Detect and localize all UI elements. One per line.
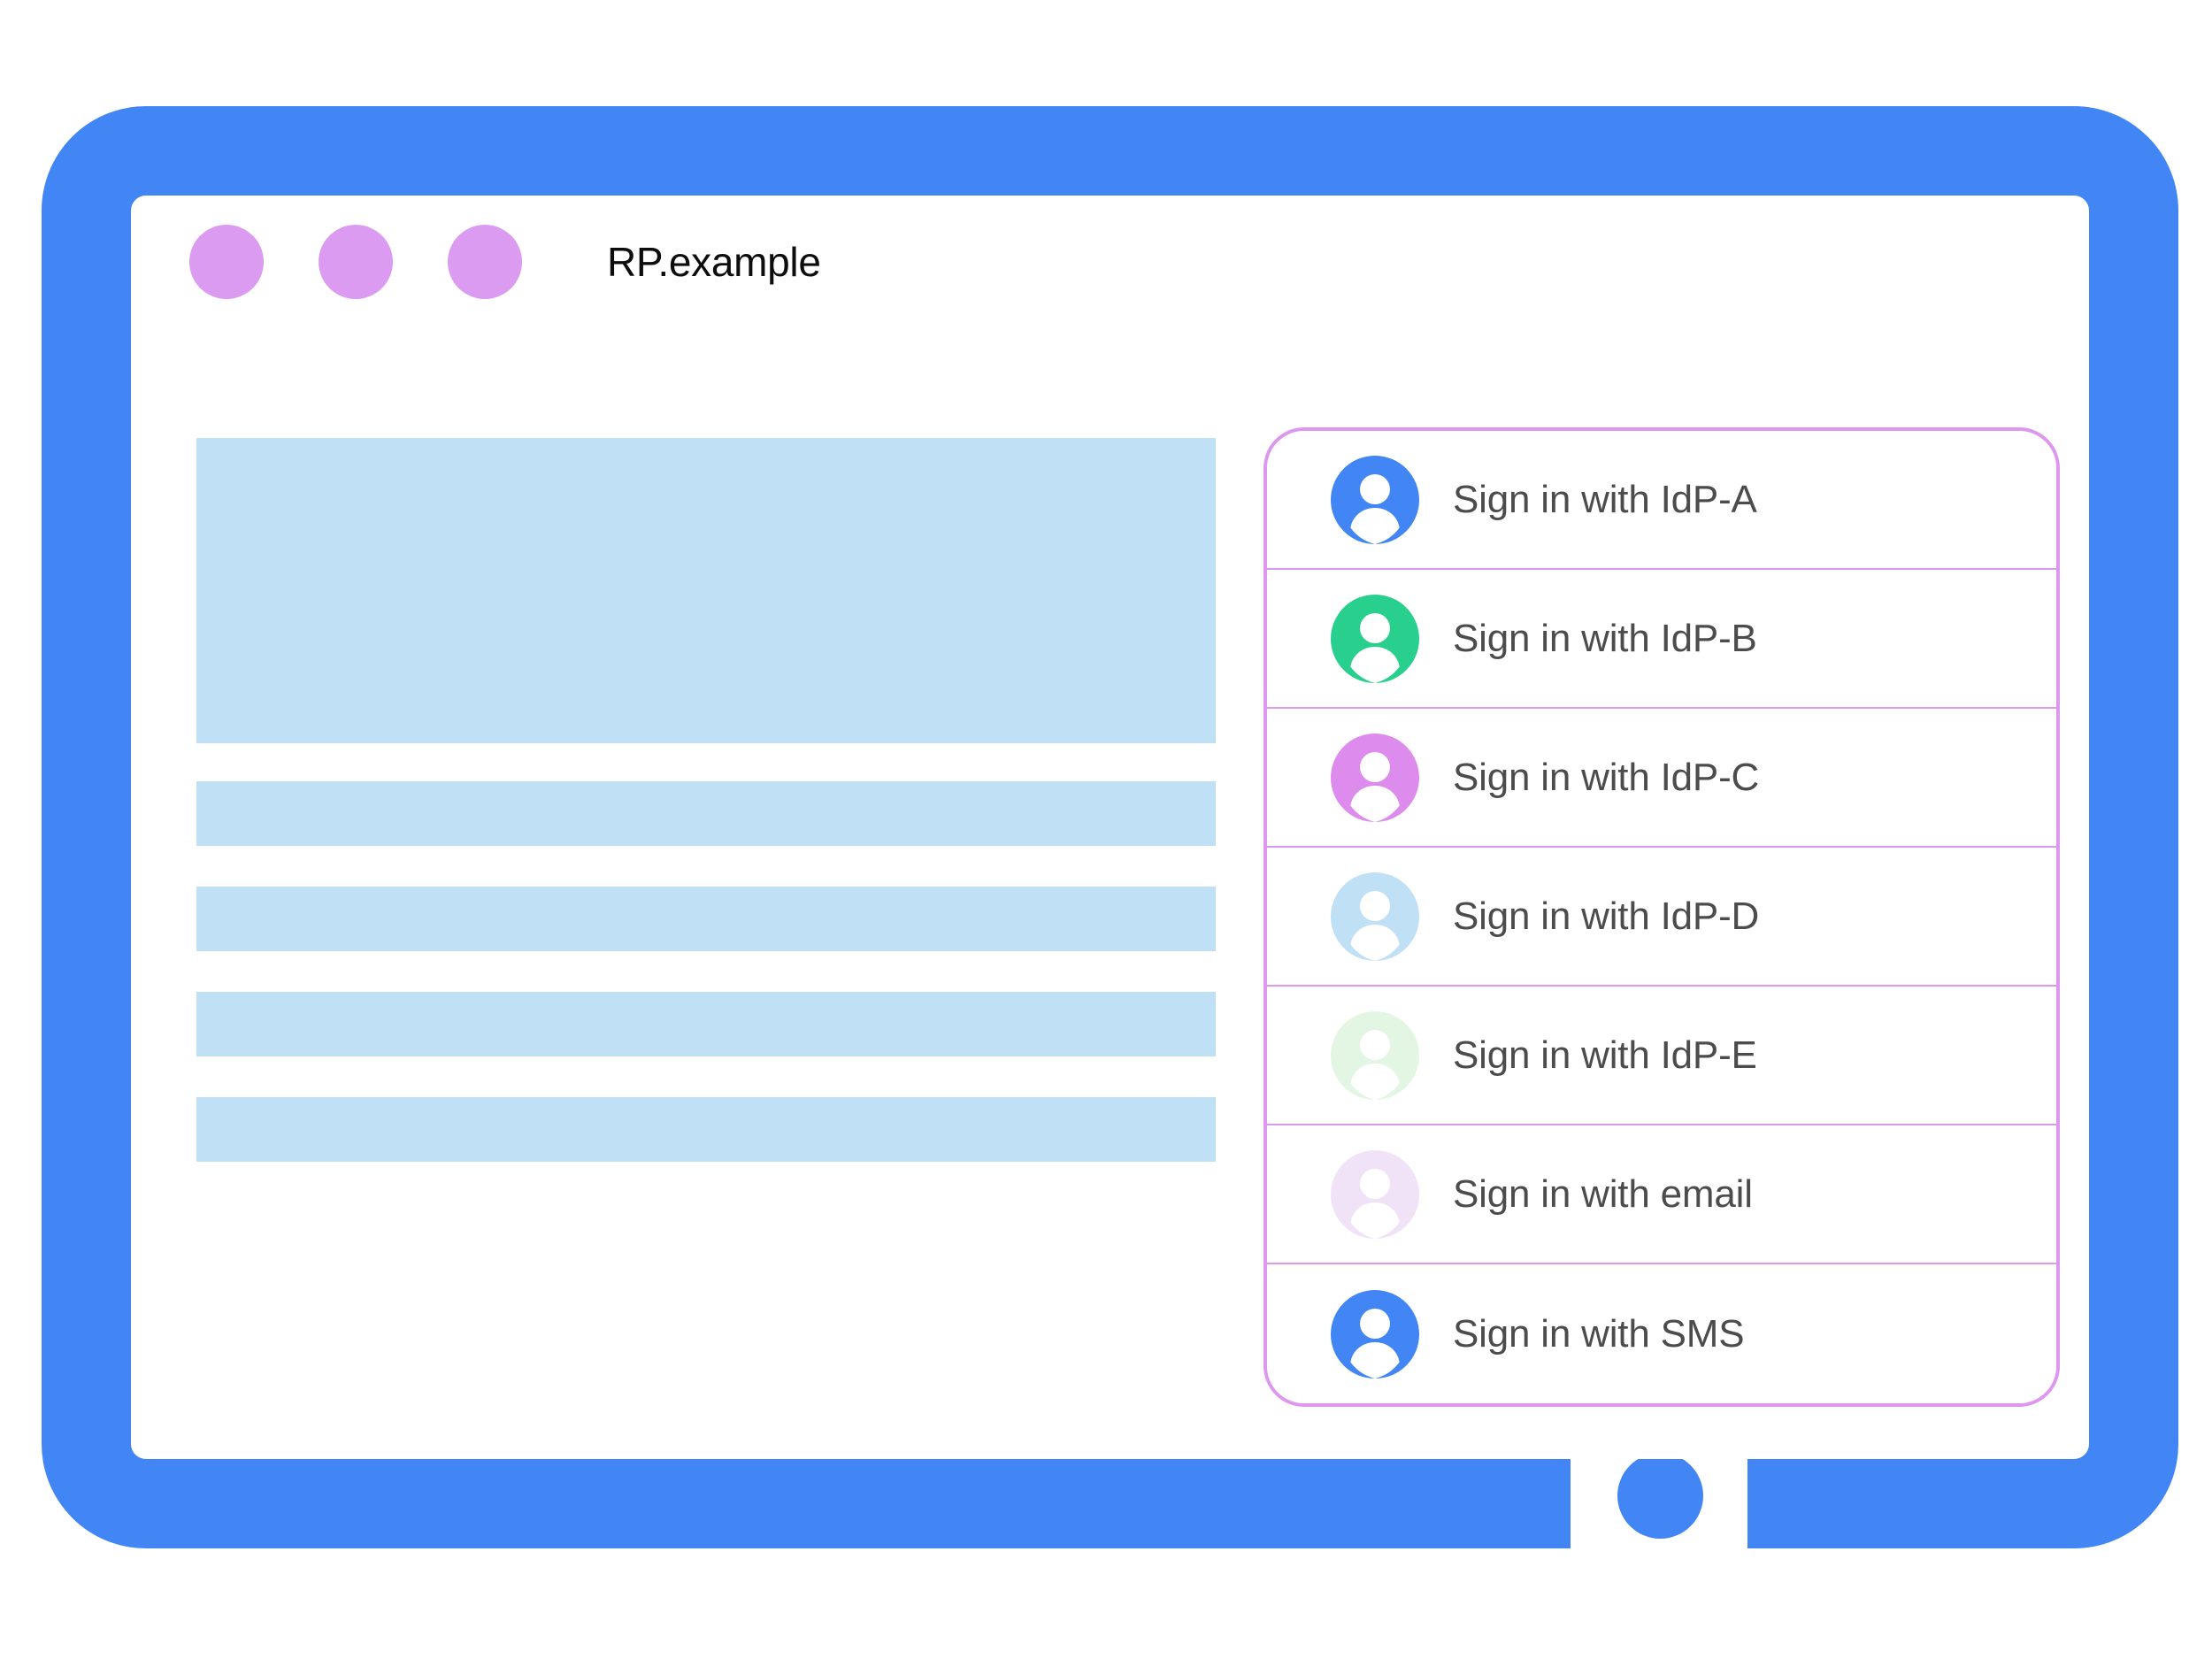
account-chooser-dialog: Sign in with IdP-A Sign in with IdP-B Sign…	[1263, 427, 2060, 1407]
account-label: Sign in with IdP-A	[1453, 477, 1757, 521]
content-bar-placeholder-3	[196, 992, 1216, 1056]
account-avatar-icon	[1331, 1010, 1419, 1100]
account-row[interactable]: Sign in with IdP-B	[1267, 570, 2056, 709]
window-dot-1[interactable]	[189, 225, 264, 299]
account-label: Sign in with SMS	[1453, 1311, 1745, 1356]
home-button[interactable]	[1617, 1453, 1703, 1539]
window-dot-3[interactable]	[448, 225, 522, 299]
account-label: Sign in with IdP-D	[1453, 894, 1760, 938]
account-avatar-icon	[1331, 594, 1419, 683]
account-label: Sign in with IdP-B	[1453, 616, 1757, 660]
page-content-placeholders	[196, 438, 1216, 1162]
content-bar-placeholder-4	[196, 1097, 1216, 1162]
account-avatar-icon	[1331, 1149, 1419, 1239]
account-row[interactable]: Sign in with IdP-C	[1267, 709, 2056, 848]
account-row[interactable]: Sign in with IdP-D	[1267, 848, 2056, 987]
account-avatar-icon	[1331, 733, 1419, 822]
window-dot-2[interactable]	[319, 225, 393, 299]
account-label: Sign in with email	[1453, 1171, 1753, 1216]
content-bar-placeholder-1	[196, 781, 1216, 846]
account-row[interactable]: Sign in with SMS	[1267, 1264, 2056, 1403]
title-bar: RP.example	[131, 196, 2089, 328]
account-label: Sign in with IdP-E	[1453, 1033, 1757, 1077]
content-bar-placeholder-2	[196, 887, 1216, 951]
account-avatar-icon	[1331, 455, 1419, 544]
page-title: RP.example	[607, 239, 821, 285]
account-row[interactable]: Sign in with email	[1267, 1125, 2056, 1264]
account-row[interactable]: Sign in with IdP-A	[1267, 431, 2056, 570]
account-avatar-icon	[1331, 1289, 1419, 1379]
account-row[interactable]: Sign in with IdP-E	[1267, 987, 2056, 1125]
account-avatar-icon	[1331, 872, 1419, 961]
content-hero-placeholder	[196, 438, 1216, 743]
account-label: Sign in with IdP-C	[1453, 755, 1760, 799]
